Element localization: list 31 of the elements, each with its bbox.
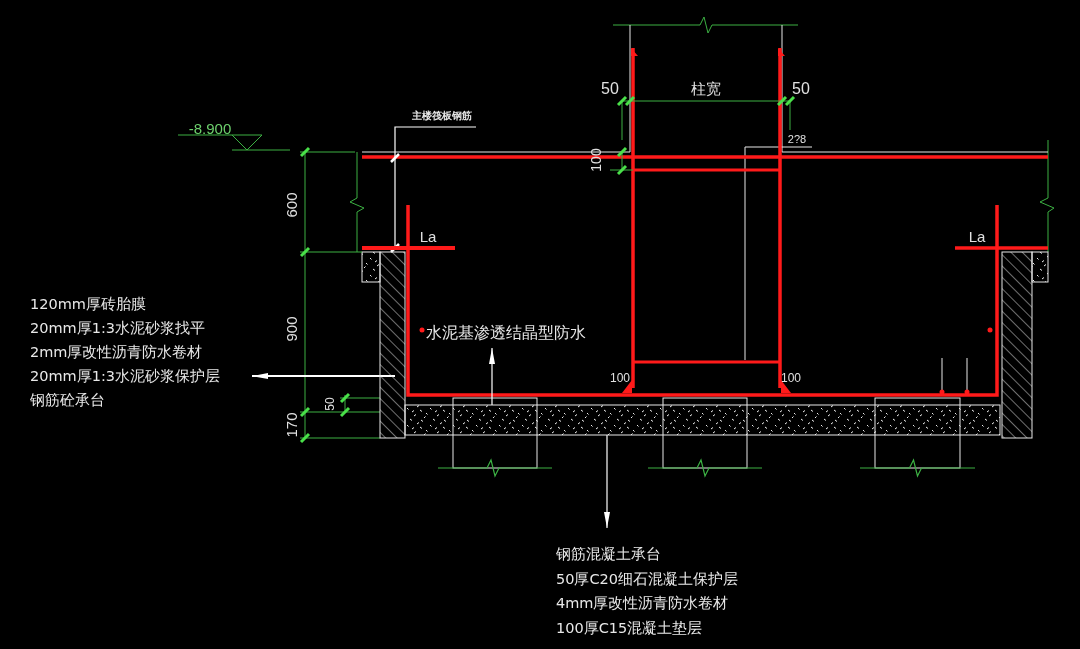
- leader-arrow: [604, 434, 610, 529]
- waterproof-note: 水泥基渗透结晶型防水: [426, 323, 587, 344]
- rebar-spec: 2?8: [787, 133, 807, 145]
- rebar-note: 主楼筏板钢筋: [412, 109, 473, 123]
- anchorage-text: La: [968, 228, 986, 244]
- dimension-text: 50: [601, 81, 619, 97]
- hatched-wall: [380, 252, 405, 438]
- layer-note: 2mm厚改性沥青防水卷材: [30, 343, 204, 362]
- layer-note: 20mm厚1:3水泥砂浆保护层: [30, 367, 222, 386]
- layer-note: 钢筋砼承台: [30, 391, 106, 410]
- leader-line: [394, 126, 477, 247]
- layer-note: 50厚C20细石混凝土保护层: [556, 569, 740, 589]
- layer-note: 120mm厚砖胎膜: [30, 295, 147, 314]
- dimension-text: 900: [283, 316, 299, 342]
- dimension-text: 100: [781, 372, 801, 384]
- rebar: [362, 246, 455, 250]
- layer-note: 钢筋混凝土承台: [556, 545, 662, 564]
- dimension-text: 170: [283, 412, 299, 438]
- dimension-text: 100: [610, 372, 630, 384]
- dimension-text: 600: [283, 192, 299, 218]
- dimension-text: 50: [324, 397, 336, 411]
- dimension-text: 柱宽: [691, 80, 721, 96]
- layer-note: 20mm厚1:3水泥砂浆找平: [30, 319, 207, 338]
- dimension-text: 100: [589, 148, 603, 172]
- concrete-layer: [405, 405, 1000, 435]
- anchorage-text: La: [419, 228, 437, 244]
- dimension-text: 50: [792, 81, 810, 97]
- layer-note: 100厚C15混凝土垫层: [556, 618, 704, 638]
- leader-arrow: [489, 347, 495, 406]
- elevation-text: -8.900: [188, 120, 232, 136]
- layer-note: 4mm厚改性沥青防水卷材: [556, 594, 730, 613]
